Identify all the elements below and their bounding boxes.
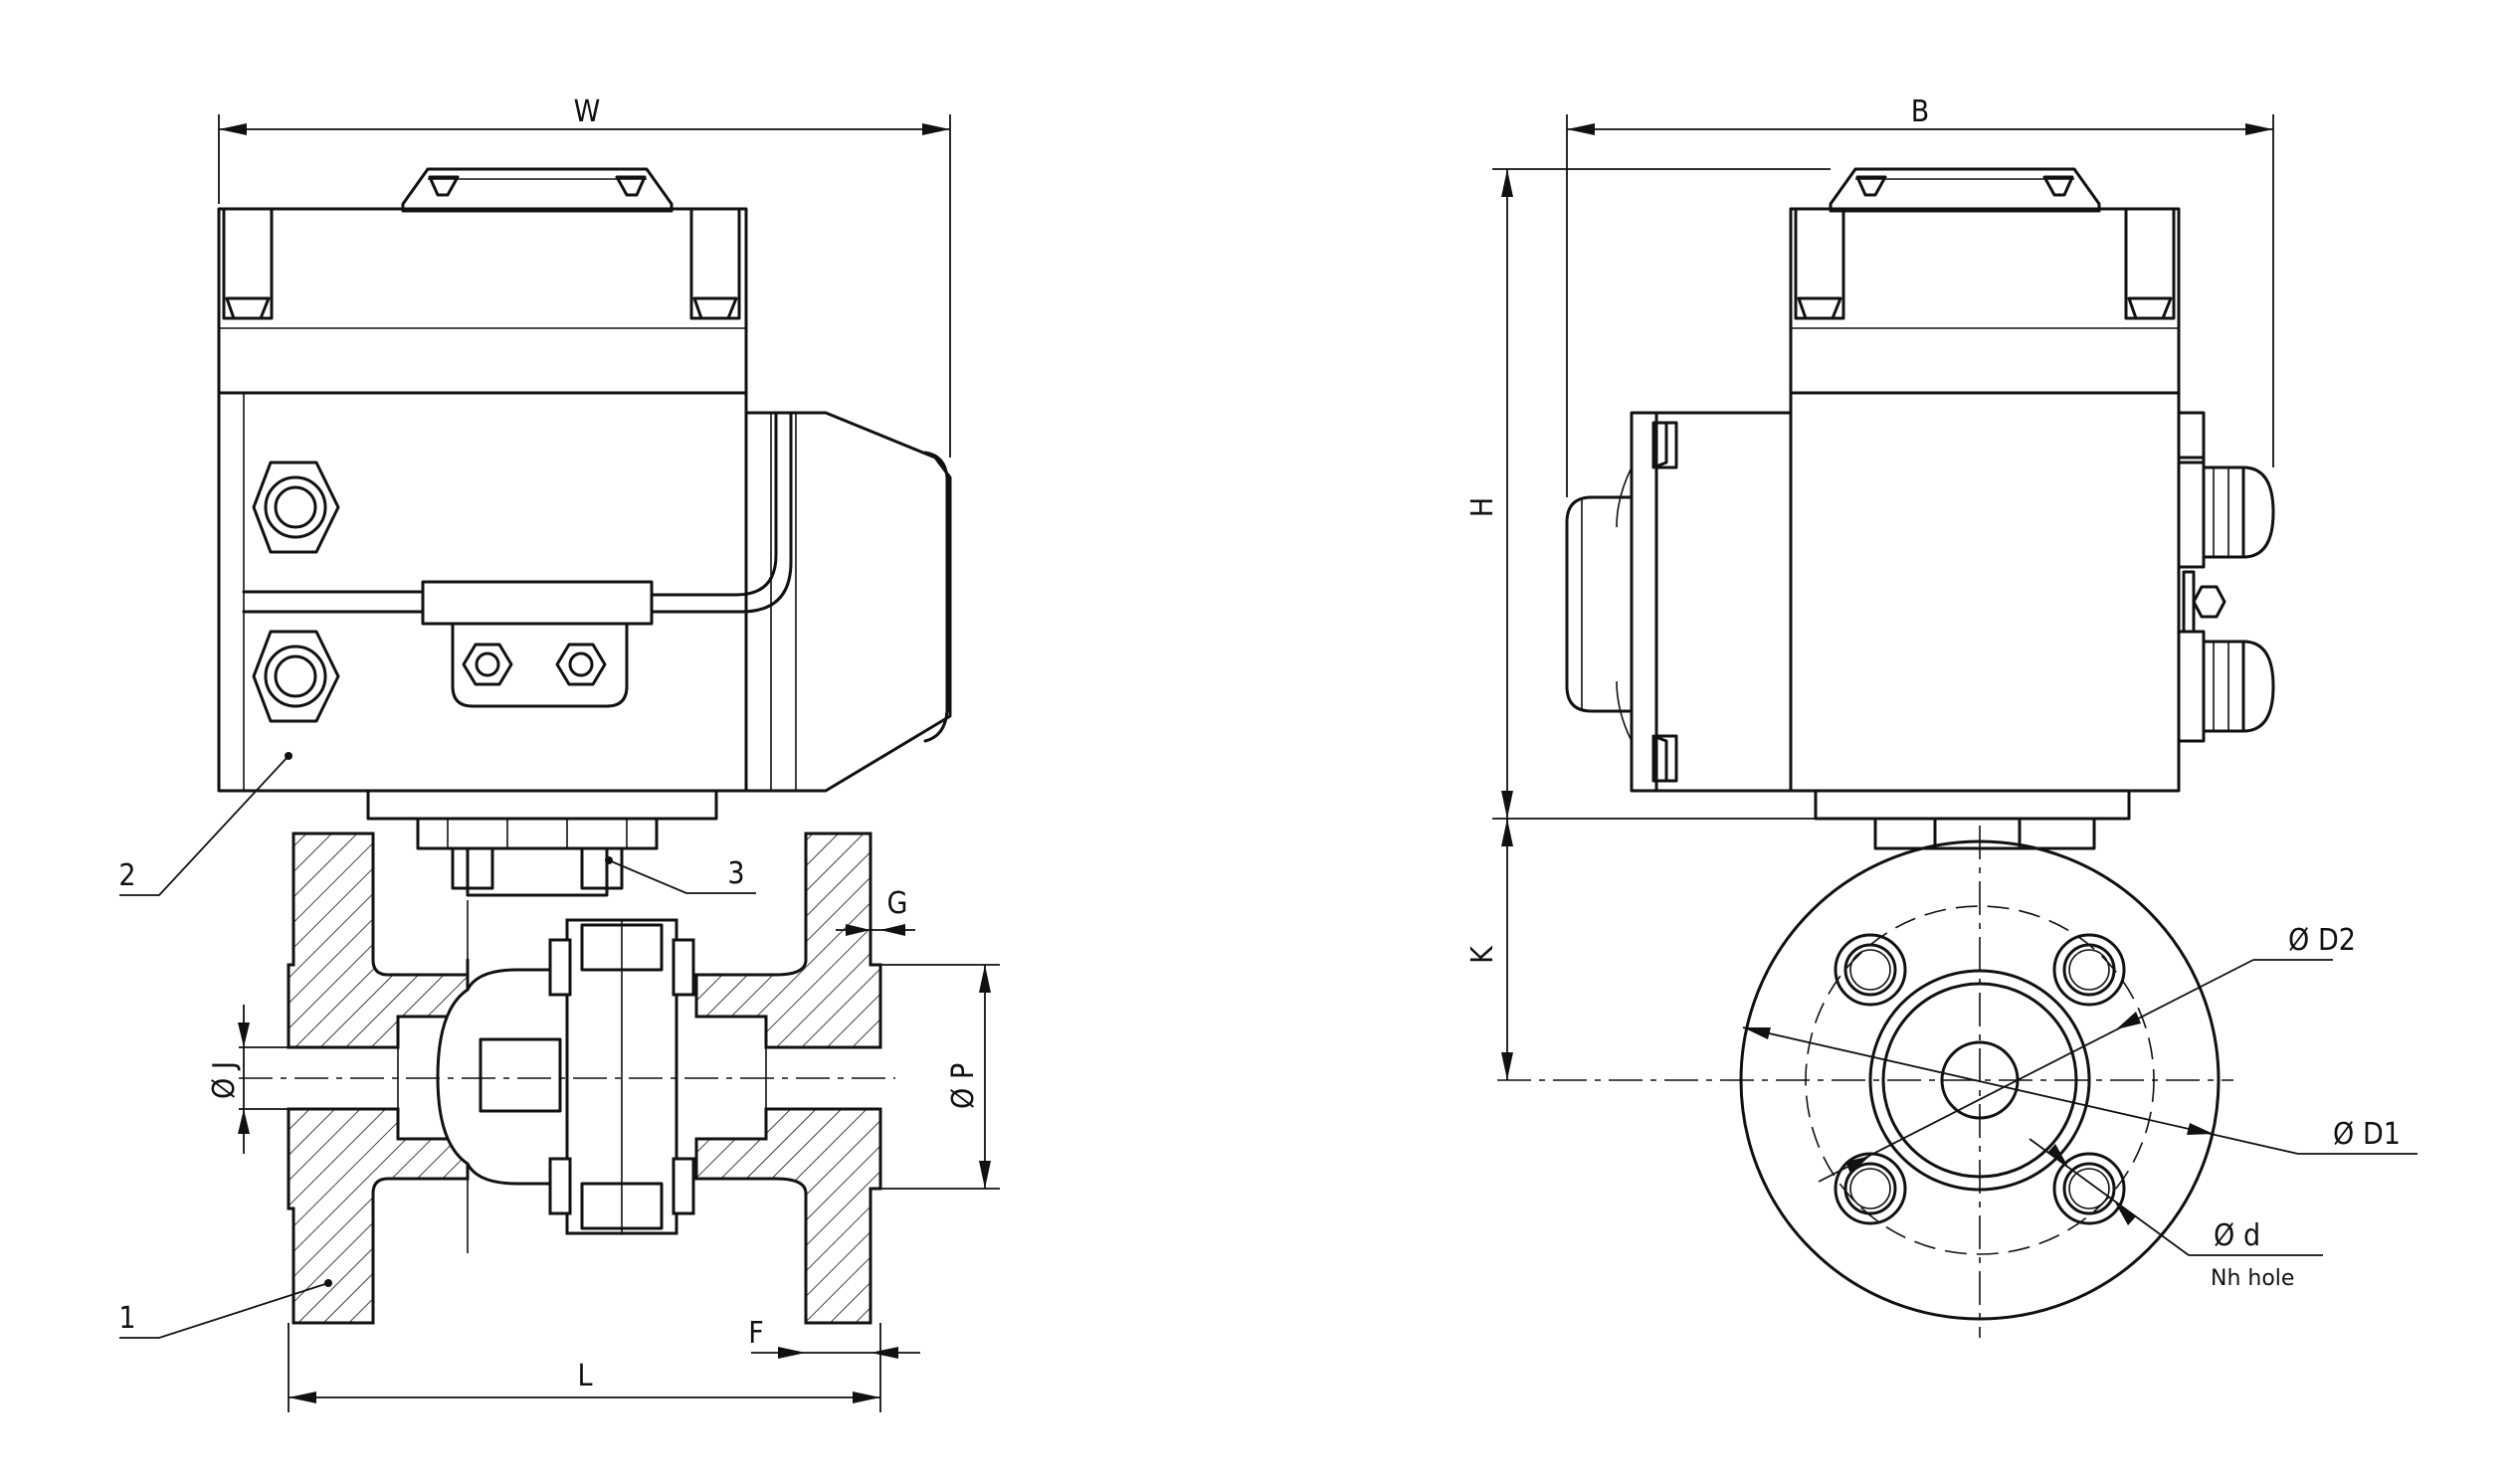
label-d-symbol: Ø bbox=[2214, 1218, 2234, 1253]
callout-2-label: 2 bbox=[118, 858, 135, 893]
dim-D2: Ø D2 bbox=[1818, 923, 2356, 1183]
dim-L: L bbox=[288, 1323, 881, 1412]
dim-W: W bbox=[218, 94, 951, 458]
label-bolt-count: Nh hole bbox=[2211, 1266, 2294, 1291]
label-H: H bbox=[1465, 497, 1500, 517]
label-P: P bbox=[946, 1063, 981, 1079]
actuator-lid bbox=[217, 167, 748, 395]
label-B: B bbox=[1911, 94, 1930, 129]
actuator-lid-side bbox=[1789, 167, 2181, 395]
dim-G: G bbox=[836, 886, 915, 936]
dim-K: K bbox=[1465, 819, 1513, 1080]
valve-front-view-icon: W L F G bbox=[118, 94, 1000, 1412]
label-D1: D1 bbox=[2363, 1117, 2401, 1152]
ball-housing bbox=[436, 918, 695, 1235]
cable-gland-upper bbox=[252, 461, 340, 554]
actuator-housing-side bbox=[1565, 391, 2275, 793]
label-F: F bbox=[748, 1316, 764, 1351]
callout-3-label: 3 bbox=[727, 856, 744, 891]
callout-1: 1 bbox=[118, 1279, 332, 1339]
bolt-hole-br bbox=[2052, 1152, 2126, 1225]
label-d: d bbox=[2243, 1218, 2260, 1253]
mounting-bracket bbox=[366, 789, 718, 897]
actuator-housing bbox=[217, 391, 952, 793]
callout-1-label: 1 bbox=[118, 1301, 135, 1336]
dim-J: Ø J bbox=[207, 1005, 289, 1154]
label-G: G bbox=[887, 886, 908, 921]
cable-gland-side-lower bbox=[2177, 630, 2275, 743]
callout-3: 3 bbox=[608, 856, 756, 894]
cable-gland-side-upper bbox=[2177, 411, 2275, 569]
label-P-symbol: Ø bbox=[946, 1088, 981, 1109]
mounting-bracket-side bbox=[1814, 789, 2131, 850]
label-J: J bbox=[207, 1061, 242, 1071]
label-L: L bbox=[577, 1359, 592, 1393]
dim-d: Ø d Nh hole bbox=[2029, 1138, 2323, 1291]
dim-P: Ø P bbox=[880, 964, 1000, 1190]
label-D2-symbol: Ø bbox=[2288, 923, 2309, 958]
bolt-hole-tl bbox=[1834, 933, 1907, 1007]
label-D1-symbol: Ø bbox=[2333, 1117, 2354, 1152]
bolt-hole-bl bbox=[1834, 1152, 1907, 1225]
callout-2: 2 bbox=[118, 755, 290, 896]
dim-B: B bbox=[1566, 94, 2274, 497]
valve-side-view-icon: B H K Ø D2 bbox=[1465, 94, 2418, 1338]
label-D2: D2 bbox=[2318, 923, 2356, 958]
bolt-hole-tr bbox=[2052, 933, 2126, 1007]
label-W: W bbox=[574, 94, 601, 129]
dim-H: H bbox=[1465, 168, 1831, 820]
label-K: K bbox=[1465, 945, 1500, 964]
cable-gland-lower bbox=[252, 630, 340, 723]
label-J-symbol: Ø bbox=[207, 1078, 242, 1099]
nut-left bbox=[462, 643, 513, 686]
dim-D1: Ø D1 bbox=[1742, 1026, 2418, 1155]
dim-F: F bbox=[748, 1316, 920, 1359]
nut-right bbox=[555, 643, 607, 686]
